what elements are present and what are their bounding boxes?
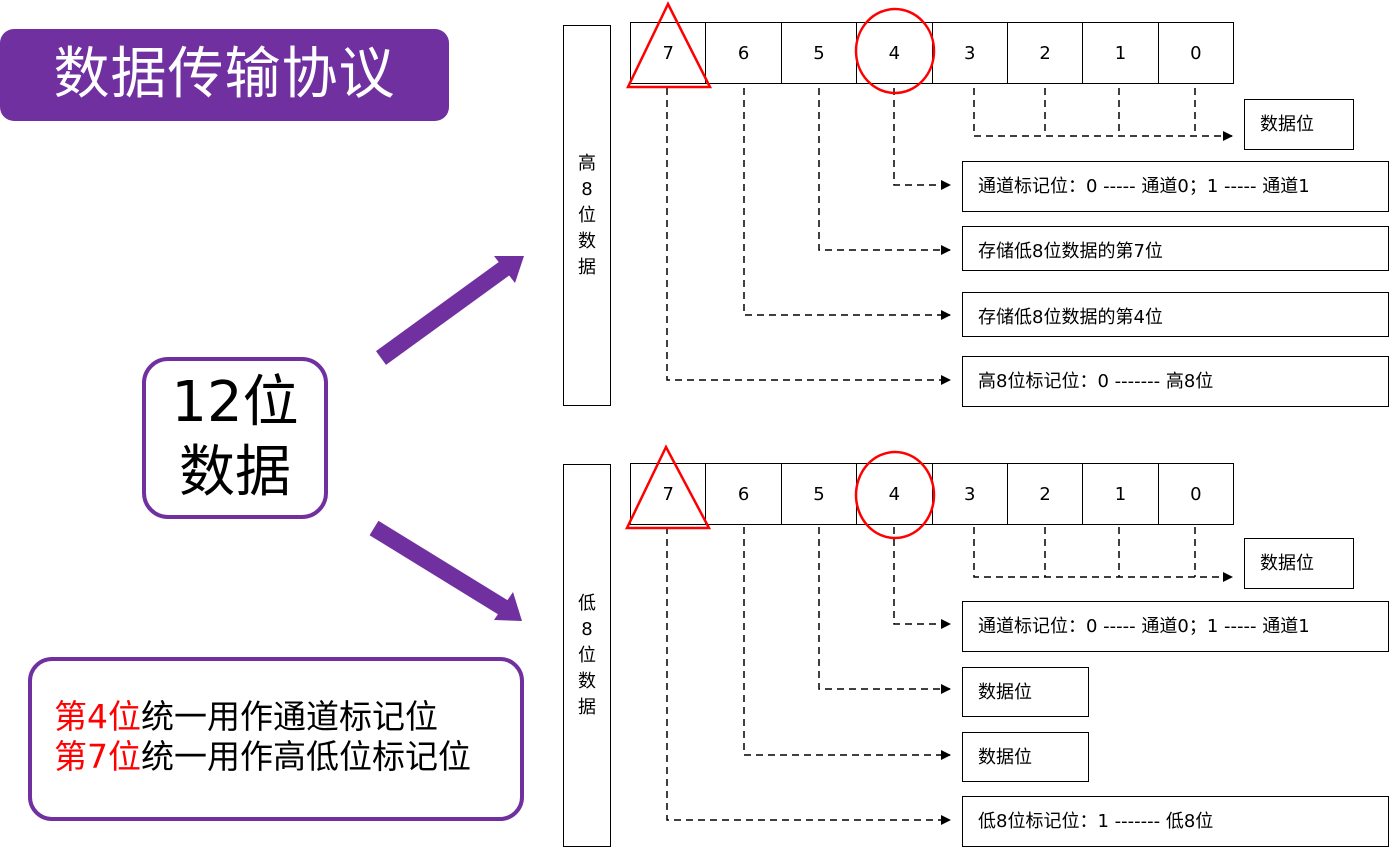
note-line-2-text: 统一用作高低位标记位: [141, 737, 471, 776]
low-bit-cell: 4: [857, 464, 933, 524]
low-bit4-circle-highlight: [854, 450, 936, 540]
page-title: 数据传输协议: [0, 29, 449, 121]
note-line-1-highlight: 第4位: [54, 697, 141, 736]
low-bit6-desc: 数据位: [962, 732, 1089, 782]
purple-arrow-up-icon: [376, 256, 524, 365]
low-label-char: 8: [581, 618, 593, 640]
high-byte-label: 高 8 位 数 据: [563, 25, 611, 406]
low-label-char: 位: [578, 644, 596, 666]
high-bit-cell: 4: [857, 23, 933, 83]
twelve-bit-data-box: 12位 数据: [142, 357, 328, 519]
high-bit-cell: 0: [1190, 42, 1202, 64]
note-box: 第4位统一用作通道标记位 第7位统一用作高低位标记位: [28, 657, 524, 821]
low-bit-cell: 1: [1083, 464, 1159, 524]
low-bit5-desc: 数据位: [962, 667, 1089, 717]
low-data-bits-box: 数据位: [1244, 538, 1354, 589]
low-label-char: 数: [578, 670, 596, 692]
high-data-bits-box: 数据位: [1244, 99, 1354, 150]
low-bit-cell: 6: [706, 464, 782, 524]
high-bit-cell: 3: [933, 23, 1008, 83]
low-connectors: [666, 527, 1233, 825]
low-byte-label: 低 8 位 数 据: [563, 464, 611, 847]
high-bit7-triangle-highlight: [626, 1, 713, 89]
high-label-char: 据: [578, 256, 596, 278]
low-bit-cell: 3: [933, 464, 1008, 524]
low-bit-cell: 2: [1008, 464, 1084, 524]
high-bit-cell: 1: [1083, 23, 1159, 83]
high-bit4-circle-highlight: [854, 7, 936, 95]
note-line-1: 第4位统一用作通道标记位: [54, 697, 520, 737]
center-line-1: 12位: [171, 370, 299, 435]
note-line-2: 第7位统一用作高低位标记位: [54, 737, 520, 777]
low-label-char: 低: [578, 592, 596, 614]
high-label-char: 8: [581, 178, 593, 200]
high-label-char: 位: [578, 204, 596, 226]
high-label-char: 高: [578, 152, 596, 174]
low-bit7-triangle-highlight: [625, 444, 712, 530]
center-line-2: 数据: [179, 440, 291, 505]
note-line-1-text: 统一用作通道标记位: [141, 697, 438, 736]
high-connectors: [666, 88, 1233, 385]
note-line-2-highlight: 第7位: [54, 737, 141, 776]
purple-arrow-down-icon: [369, 520, 522, 621]
low-bit-cell: 7: [631, 464, 707, 524]
high-label-char: 数: [578, 230, 596, 252]
low-label-char: 据: [578, 696, 596, 718]
low-bit-row: 7 6 5 4 3 2 1 0: [630, 463, 1234, 525]
high-bit-cell: 6: [706, 23, 782, 83]
high-bit-cell: 2: [1008, 23, 1084, 83]
high-bit-cell: 7: [631, 23, 707, 83]
low-bit-cell: 0: [1190, 483, 1202, 505]
